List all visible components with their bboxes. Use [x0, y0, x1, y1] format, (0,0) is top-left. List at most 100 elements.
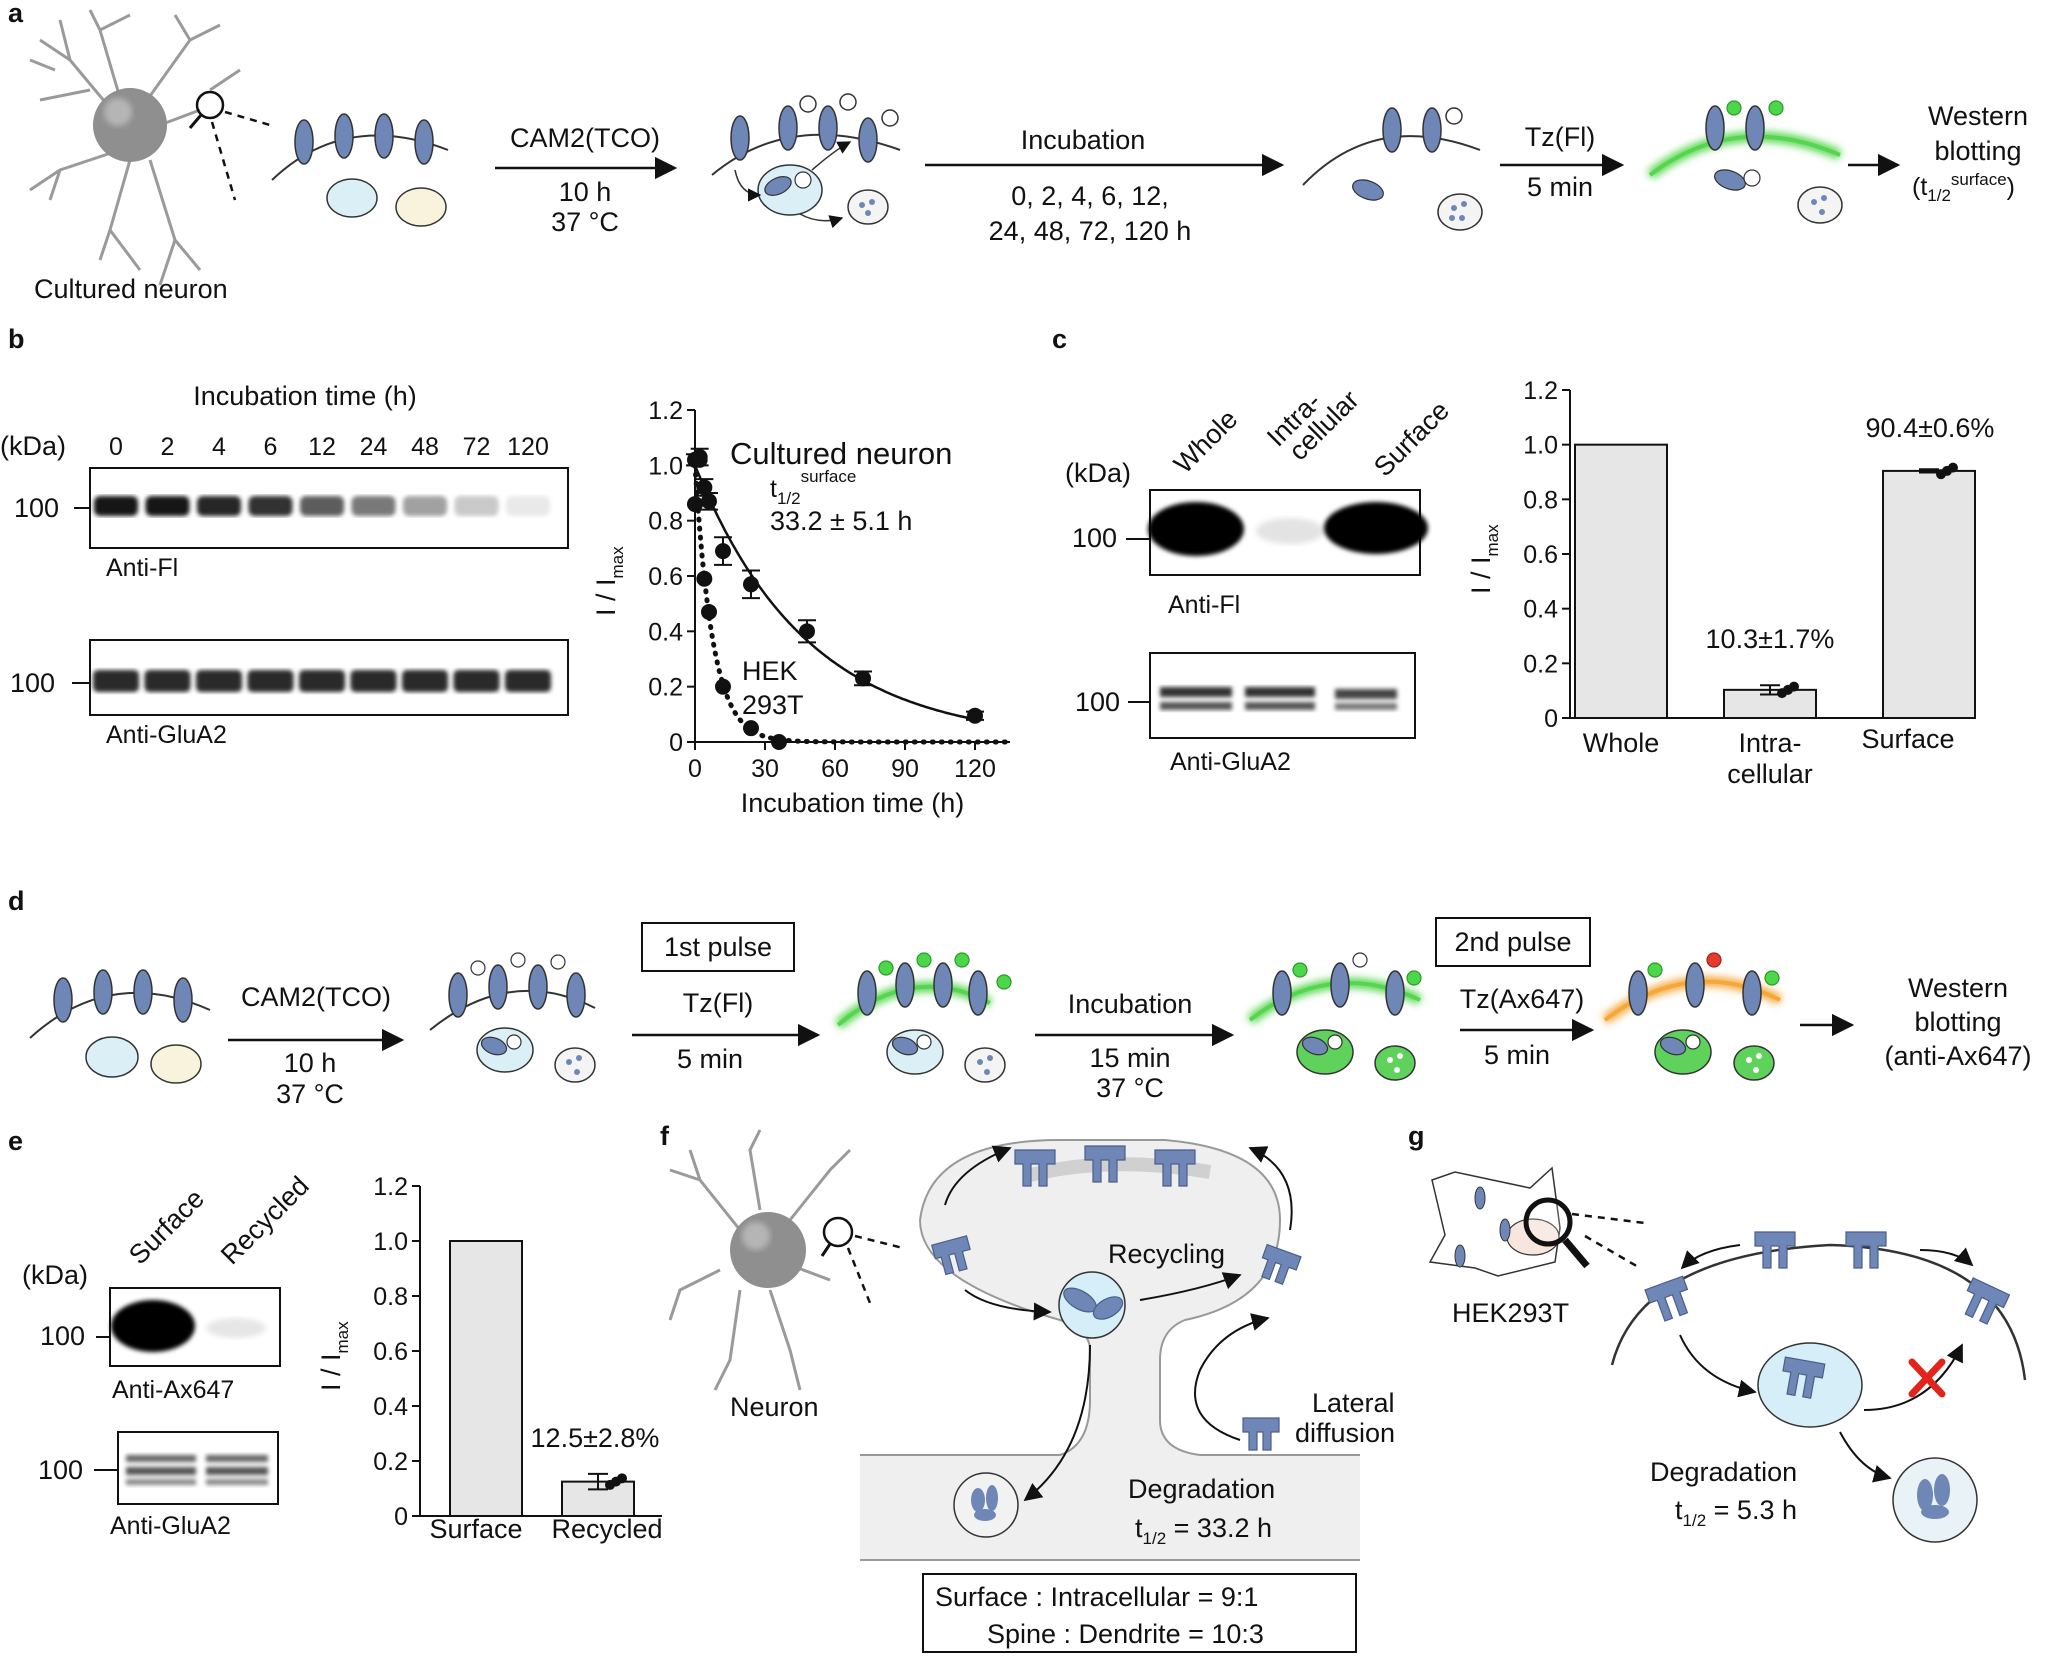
b-marker2: 100 — [10, 668, 55, 698]
e-kda: (kDa) — [22, 1260, 88, 1290]
b-lane-label: 6 — [264, 433, 278, 461]
a-step3-bot: 5 min — [1527, 172, 1593, 202]
d-step4-bot: 5 min — [1484, 1040, 1550, 1070]
c-plot-x-label: Whole — [1583, 728, 1660, 758]
e-blot1-label: Anti-Ax647 — [112, 1376, 234, 1404]
b-band-antifl — [506, 496, 550, 516]
cell-schematic-d3 — [834, 952, 1012, 1083]
b-data-point — [743, 576, 759, 593]
magnifier-icon-f — [822, 1216, 854, 1248]
c-plot-y-axis-label: I / Imax — [1466, 524, 1502, 594]
e-plot-x-label: Surface — [429, 1514, 522, 1544]
b-data-point — [799, 623, 815, 640]
c-marker2: 100 — [1075, 687, 1120, 717]
e-plot-y-tick-label: 1.0 — [373, 1228, 408, 1256]
g-t12: t1/2 = 5.3 h — [1675, 1495, 1797, 1530]
b-lane-label: 12 — [308, 433, 336, 461]
b-plot-label1: Cultured neuron — [730, 436, 952, 471]
d-end-l2: blotting — [1914, 1007, 2001, 1037]
b-data-point — [687, 496, 703, 513]
e-lane-surface: Surface — [123, 1183, 210, 1270]
b-blot-title: Incubation time (h) — [193, 381, 417, 411]
c-plot-bar — [1882, 469, 1976, 720]
c-plot-y-tick-label: 1.2 — [1523, 377, 1558, 405]
b-band-antifl — [94, 496, 138, 516]
e-lane-recycled: Recycled — [215, 1171, 315, 1271]
d-end-l1: Western — [1908, 973, 2008, 1003]
b-data-point — [696, 479, 713, 496]
b-band-antiglua2 — [402, 670, 448, 692]
e-plot-y-tick-label: 1.2 — [373, 1173, 408, 1201]
c-lane-surface: Surface — [1368, 395, 1455, 482]
b-lane-label: 48 — [411, 433, 439, 461]
b-hek-l1: HEK — [742, 656, 798, 686]
b-data-point — [771, 734, 787, 750]
a-step1-top: CAM2(TCO) — [510, 123, 660, 153]
b-band-antiglua2 — [299, 670, 345, 692]
b-data-point — [696, 570, 713, 587]
b-x-tick-label: 0 — [688, 755, 702, 783]
a-end-l2: blotting — [1934, 136, 2021, 166]
e-band-recycled — [206, 1318, 266, 1338]
c-plot-replicate-dot — [1948, 462, 1958, 473]
d-pulse1-box — [641, 922, 795, 972]
magnifier-icon-g — [1523, 1197, 1573, 1247]
panel-label-e: e — [8, 1126, 23, 1156]
b-x-tick-label: 30 — [751, 755, 779, 783]
e-blot2-label: Anti-GluA2 — [110, 1512, 231, 1540]
c-plot-x-label: cellular — [1727, 759, 1813, 789]
neuron-illustration — [29, 9, 241, 286]
d-end-l3: (anti-Ax647) — [1884, 1041, 2031, 1071]
d-step4-top: Tz(Ax647) — [1460, 984, 1585, 1014]
e-band-surface — [111, 1300, 195, 1352]
panel-label-a: a — [8, 0, 24, 28]
d-pulse2-box — [1435, 917, 1591, 967]
panel-d: d CAM2(TCO) 10 h 37 °C 1st — [8, 886, 2032, 1109]
b-data-point — [855, 670, 871, 687]
b-data-point — [691, 451, 708, 468]
f-ratio-box — [922, 1573, 1357, 1653]
f-degradation: Degradation — [1128, 1474, 1275, 1504]
spine-illustration — [860, 1139, 1360, 1561]
panel-label-f: f — [660, 1121, 670, 1151]
c-plot-bar — [1574, 443, 1668, 719]
f-recycling: Recycling — [1108, 1239, 1225, 1269]
b-lane-label: 72 — [463, 433, 491, 461]
d-step1-top: CAM2(TCO) — [241, 982, 391, 1012]
c-plot-y-tick-label: 0.2 — [1523, 650, 1558, 678]
d-step3-mid: 15 min — [1089, 1043, 1170, 1073]
b-band-antifl — [351, 496, 396, 516]
f-box2: Spine : Dendrite = 10:3 — [987, 1619, 1264, 1649]
e-plot-y-tick-label: 0.4 — [373, 1393, 408, 1421]
b-blot2-label: Anti-GluA2 — [106, 721, 227, 749]
a-end-l3: (t1/2surface) — [1912, 170, 2015, 205]
b-x-tick-label: 60 — [821, 755, 849, 783]
f-lateral1: Lateral — [1312, 1388, 1395, 1418]
c-lane-whole: Whole — [1168, 404, 1243, 479]
cell-schematic-a4 — [1646, 100, 1843, 224]
a-step1-bot: 37 °C — [551, 207, 619, 237]
b-data-point — [715, 678, 731, 695]
a-step2-bot: 24, 48, 72, 120 h — [989, 216, 1192, 246]
b-x-tick-label: 90 — [891, 755, 919, 783]
e-plot-y-tick-label: 0 — [394, 1503, 408, 1531]
e-plot-x-label: 12.5±2.8% — [531, 1423, 660, 1453]
f-neuron-label: Neuron — [730, 1392, 819, 1422]
e-plot-y-tick-label: 0.8 — [373, 1283, 408, 1311]
blocked-x-icon — [1908, 1358, 1946, 1398]
d-pulse1: 1st pulse — [664, 932, 772, 962]
d-step1-bot: 37 °C — [276, 1079, 344, 1109]
d-step2-top: Tz(Fl) — [683, 988, 753, 1018]
f-t12: t1/2 = 33.2 h — [1135, 1513, 1272, 1548]
b-lane-label: 2 — [161, 433, 175, 461]
c-blot2-label: Anti-GluA2 — [1170, 748, 1291, 776]
panel-c: c (kDa) Whole Intra- cellular Surface 10… — [1052, 324, 1994, 789]
c-plot-y-tick-label: 0 — [1544, 705, 1558, 733]
b-y-tick-label: 1.2 — [648, 397, 683, 425]
e-marker1: 100 — [40, 1321, 85, 1351]
b-plot-value: 33.2 ± 5.1 h — [770, 506, 912, 536]
